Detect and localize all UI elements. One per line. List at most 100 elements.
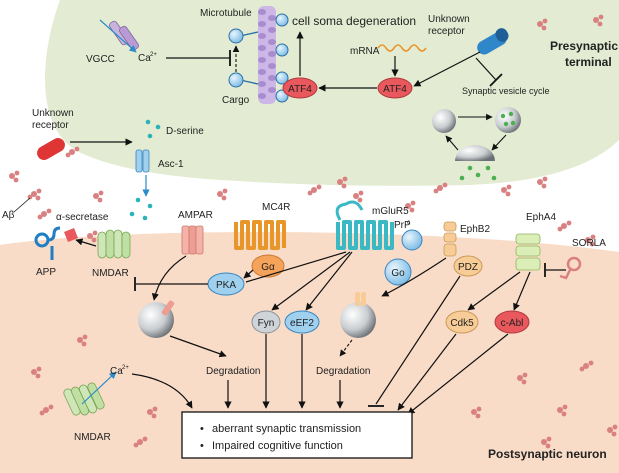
abeta-label: Aβ bbox=[2, 210, 15, 221]
alpha-secretase-icon bbox=[64, 228, 78, 242]
microtubule-label: Microtubule bbox=[200, 8, 252, 19]
vesicle-to-degradation-left bbox=[169, 335, 227, 358]
alpha-secretase-label: α-secretase bbox=[56, 212, 109, 223]
prpc-node bbox=[401, 229, 423, 251]
mglur5-to-pka bbox=[245, 251, 347, 283]
presynaptic-terminal bbox=[45, 0, 619, 186]
postsynaptic-label: Postsynaptic neuron bbox=[488, 447, 607, 461]
cdk5-label: Cdk5 bbox=[450, 318, 474, 329]
vesicle-to-degradation-right-dashed bbox=[339, 339, 353, 357]
mglur5-to-eef2 bbox=[305, 251, 353, 311]
nmdar-bottom-label: NMDAR bbox=[74, 432, 111, 443]
synaptic-vesicle-cycle-label: Synaptic vesicle cycle bbox=[462, 86, 550, 96]
go-label: Go bbox=[391, 268, 405, 279]
outcome-item-1: aberrant synaptic transmission bbox=[212, 423, 361, 435]
abeta-pointer bbox=[13, 197, 31, 213]
atf4-left-node bbox=[282, 77, 318, 99]
abeta-aggregates-icon bbox=[9, 14, 618, 449]
eef2-label: eEF2 bbox=[290, 318, 314, 329]
cargo-label: Cargo bbox=[222, 95, 250, 106]
ephb2-label: EphB2 bbox=[460, 224, 490, 235]
fyn-label: Fyn bbox=[258, 318, 275, 329]
ephb2-receptor-icon bbox=[443, 221, 457, 257]
asc1-transporter-icon bbox=[135, 149, 150, 173]
nmdar-ca-arrow bbox=[81, 371, 117, 405]
epha4-receptor-icon bbox=[515, 233, 541, 271]
outcome-box bbox=[181, 411, 413, 459]
receptor-vesicle-bar bbox=[489, 73, 503, 87]
mglur5-domain-icon bbox=[335, 200, 364, 221]
postsynaptic-neuron bbox=[0, 232, 619, 473]
d-serine-dots-icon bbox=[129, 119, 161, 221]
atf4-right-node bbox=[377, 77, 413, 99]
mc4r-label: MC4R bbox=[262, 202, 290, 213]
ca-label-top: Ca bbox=[138, 53, 151, 64]
d-serine-label: D-serine bbox=[166, 126, 204, 137]
app-label: APP bbox=[36, 267, 56, 278]
epha4-to-cdk5 bbox=[467, 271, 521, 311]
mglur5-receptor-icon bbox=[336, 220, 394, 250]
cell-soma-label: cell soma degeneration bbox=[292, 14, 416, 28]
app-icon bbox=[34, 226, 61, 260]
vesicle-cycle-arrow-3 bbox=[445, 135, 459, 151]
cabl-to-outcome bbox=[407, 333, 509, 415]
ca-charge-top: 2+ bbox=[150, 52, 157, 58]
mrna-wave-icon bbox=[377, 44, 427, 52]
asc1-label: Asc-1 bbox=[158, 159, 184, 170]
vgcc-ca-arrow bbox=[99, 19, 137, 53]
degradation-left-label: Degradation bbox=[206, 366, 260, 377]
prpc-label: PrP bbox=[394, 220, 411, 231]
cabl-label: c-Abl bbox=[501, 318, 524, 329]
cargo-icon bbox=[228, 13, 289, 103]
outcome-item-2: Impaired cognitive function bbox=[212, 440, 343, 452]
internalized-vesicle-right-icon bbox=[340, 292, 376, 338]
atf4-right-label: ATF4 bbox=[383, 84, 407, 95]
ephb2-to-vesicle-arrow bbox=[381, 257, 447, 297]
receptor-to-vesicle-inhibit bbox=[475, 57, 497, 81]
unknown-receptor-left-label: Unknown bbox=[32, 108, 74, 119]
outcome-bullet-2: • bbox=[200, 440, 204, 452]
eef2-node bbox=[284, 310, 320, 334]
mc4r-receptor-icon bbox=[234, 220, 286, 250]
nmdar-bottom-icon bbox=[63, 382, 105, 416]
unknown-receptor-left-label-2: receptor bbox=[32, 120, 69, 131]
nmdar-top-label: NMDAR bbox=[92, 268, 129, 279]
nmdar-top-icon bbox=[97, 229, 131, 259]
unknown-receptor-top-icon bbox=[477, 28, 509, 55]
vgcc-label: VGCC bbox=[86, 54, 115, 65]
galpha-label: Gα bbox=[261, 262, 275, 273]
pka-label: PKA bbox=[216, 280, 236, 291]
fyn-node bbox=[251, 310, 281, 334]
epha4-to-cabl bbox=[513, 271, 531, 311]
nmdar-to-secretase-arrow bbox=[75, 238, 97, 247]
presynaptic-label-2: terminal bbox=[565, 55, 612, 69]
ca-charge-bottom: 2+ bbox=[122, 365, 129, 371]
pdz-to-outcome-inhibit bbox=[375, 275, 461, 405]
prpc-sup: c bbox=[407, 220, 410, 226]
vesicle-cycle-arrow-2 bbox=[491, 134, 507, 151]
atf4-left-label: ATF4 bbox=[288, 84, 312, 95]
internalized-vesicle-left-icon bbox=[138, 300, 175, 338]
go-node bbox=[384, 258, 412, 286]
ampar-label: AMPAR bbox=[178, 210, 213, 221]
microtubule-icon bbox=[258, 6, 276, 104]
ampar-icon bbox=[181, 225, 204, 255]
cdk5-to-outcome bbox=[397, 333, 457, 411]
synaptic-vesicle-cycle-icon bbox=[432, 107, 521, 181]
unknown-receptor-top-label: Unknown bbox=[428, 14, 470, 25]
unknown-receptor-top-label-2: receptor bbox=[428, 26, 465, 37]
ca-to-outcome-arrow bbox=[131, 373, 193, 409]
ca-label-bottom: Ca bbox=[110, 366, 123, 377]
pdz-node bbox=[453, 255, 483, 277]
outcome-bullet-1: • bbox=[200, 423, 204, 435]
receptor-to-atf4-arrow bbox=[413, 51, 481, 87]
mglur5-to-fyn bbox=[271, 251, 351, 311]
mglur5-label: mGluR5 bbox=[372, 206, 409, 217]
cabl-node bbox=[494, 310, 530, 334]
galpha-node bbox=[251, 254, 285, 278]
ampar-to-vesicle-arrow bbox=[151, 255, 187, 301]
degradation-right-label: Degradation bbox=[316, 366, 370, 377]
sorla-icon bbox=[559, 256, 582, 280]
epha4-label: EphA4 bbox=[526, 212, 556, 223]
